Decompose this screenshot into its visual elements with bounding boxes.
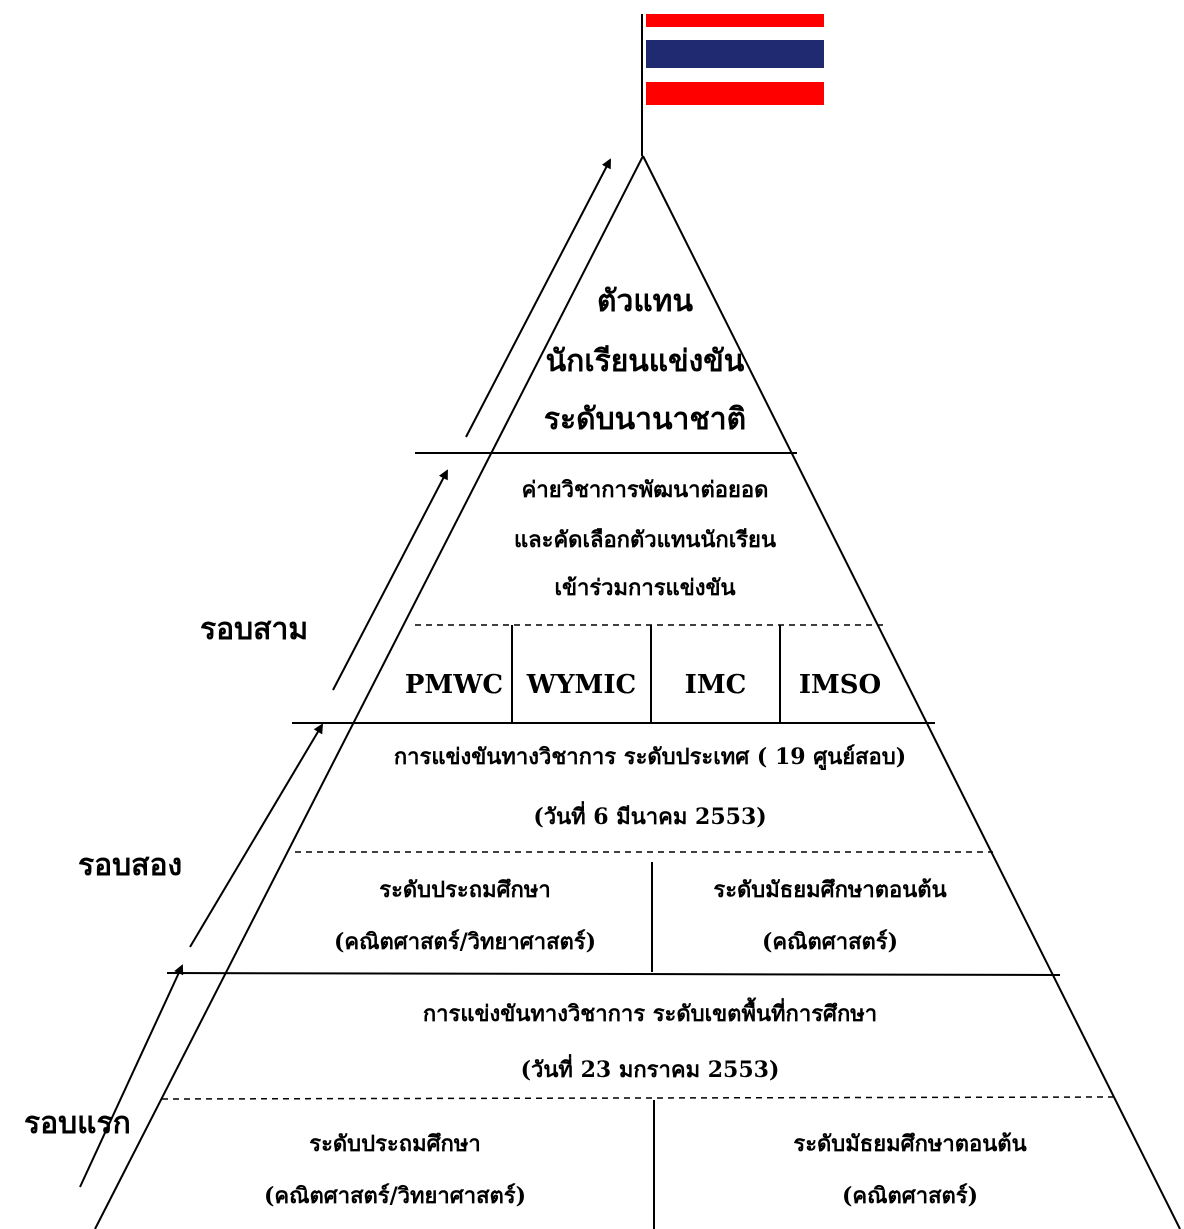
thai-flag-icon: [641, 14, 824, 156]
top-tier-line-3: ระดับนานาชาติ: [543, 402, 747, 437]
pyramid-left-edge: [94, 155, 644, 1229]
district-secondary-line-1: ระดับมัธยมศึกษาตอนต้น: [793, 1131, 1027, 1157]
district-line-1: การแข่งขันทางวิชาการ ระดับเขตพื้นที่การศ…: [422, 1001, 878, 1027]
national-secondary-line-2: (คณิตศาสตร์): [761, 929, 899, 955]
national-line-2: (วันที่ 6 มีนาคม 2553): [533, 804, 767, 830]
competition-imc: IMC: [684, 670, 747, 700]
pyramid-right-edge: [642, 155, 1181, 1229]
camp-line-3: เข้าร่วมการแข่งขัน: [554, 575, 736, 601]
camp-line-2: และคัดเลือกตัวแทนนักเรียน: [513, 527, 776, 553]
camp-line-1: ค่ายวิชาการพัฒนาต่อยอด: [521, 477, 769, 503]
national-primary-line-1: ระดับประถมศึกษา: [379, 877, 551, 903]
competition-wymic: WYMIC: [526, 670, 637, 700]
arrow-3: [332, 469, 448, 691]
round-third-label: รอบสาม: [200, 612, 309, 647]
district-primary-line-2: (คณิตศาสตร์/วิทยาศาสตร์): [263, 1183, 527, 1209]
national-primary-line-2: (คณิตศาสตร์/วิทยาศาสตร์): [333, 929, 597, 955]
competition-pmwc: PMWC: [404, 670, 504, 700]
separator-first-dashed: [161, 1096, 1116, 1100]
top-tier-line-2: นักเรียนแข่งขัน: [545, 344, 745, 379]
district-primary-line-1: ระดับประถมศึกษา: [309, 1131, 481, 1157]
national-secondary-line-1: ระดับมัธยมศึกษาตอนต้น: [713, 877, 947, 903]
round-first-label: รอบแรก: [24, 1106, 131, 1141]
separator-second: [166, 972, 1061, 976]
top-tier-line-1: ตัวแทน: [597, 284, 693, 319]
arrow-4: [465, 158, 611, 438]
arrow-2: [189, 723, 324, 948]
district-secondary-line-2: (คณิตศาสตร์): [841, 1183, 979, 1209]
competition-imso: IMSO: [798, 670, 882, 700]
round-second-label: รอบสอง: [78, 848, 183, 883]
district-line-2: (วันที่ 23 มกราคม 2553): [520, 1057, 780, 1083]
national-line-1: การแข่งขันทางวิชาการ ระดับประเทศ ( 19 ศู…: [393, 744, 907, 770]
arrow-1: [79, 964, 184, 1188]
